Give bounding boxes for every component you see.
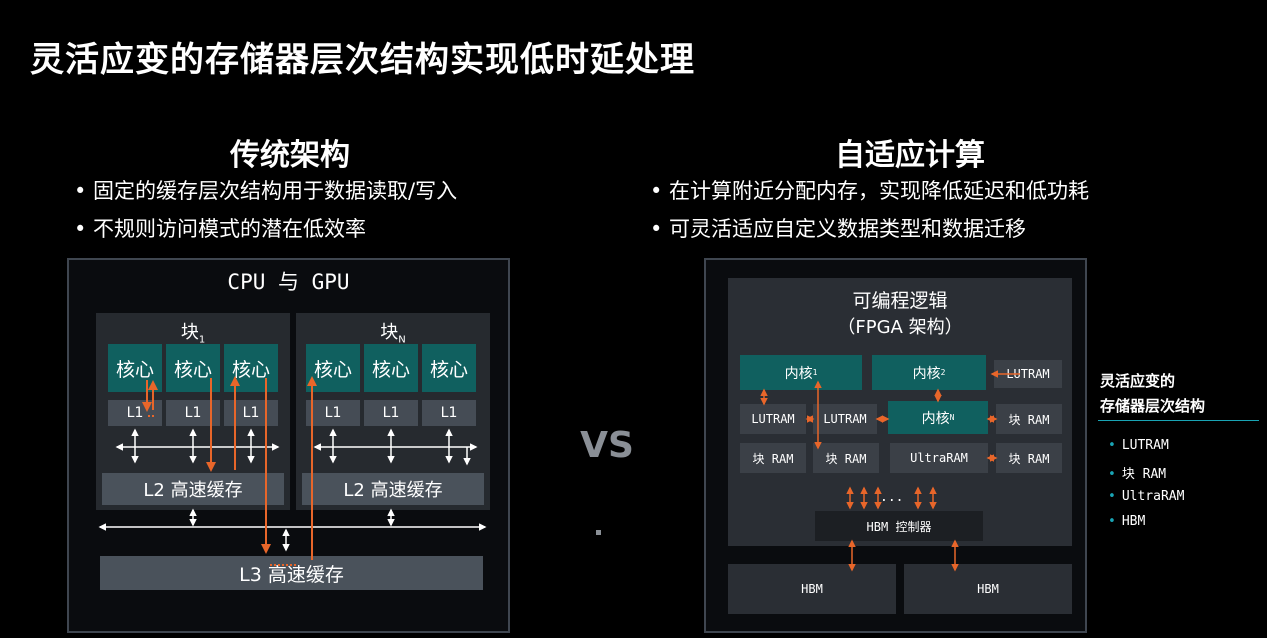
block-n-label: 块N [380,322,406,346]
block-ram-2: 块 RAM [740,443,806,473]
cpu-gpu-label: CPU 与 GPU [227,270,350,294]
vs-dot [596,530,601,535]
hbm-controller: HBM 控制器 [815,511,983,541]
l3-cache: L3 高速缓存 [100,556,483,590]
block-n-core-1: 核心 [306,344,360,392]
block-ram-3: 块 RAM [813,443,879,473]
block-1-label: 块1 [180,322,206,346]
legend-title-line2: 存储器层次结构 [1100,397,1206,415]
legend-item-block-ram: •块 RAM [1108,467,1167,482]
more-dots: ... [880,490,904,505]
legend-divider [1098,420,1259,421]
left-heading: 传统架构 [230,138,350,173]
page-title: 灵活应变的存储器层次结构实现低时延处理 [30,40,695,80]
legend-item-lutram: •LUTRAM [1108,438,1169,453]
hbm-1: HBM [728,564,896,614]
fpga-title: 可编程逻辑 [852,290,948,312]
ultraram: UltraRAM [890,443,988,473]
block-ram-1: 块 RAM [996,404,1062,434]
right-heading: 自适应计算 [835,138,985,173]
left-bullet-1: • 固定的缓存层次结构用于数据读取/写入 [74,179,458,203]
block-n-l1-3: L1 [422,400,476,426]
left-bullet-2: • 不规则访问模式的潜在低效率 [74,217,367,241]
legend-item-hbm: •HBM [1108,514,1146,529]
block-1-l2-cache: L2 高速缓存 [102,473,284,505]
hbm-2: HBM [904,564,1072,614]
block-1-core-2: 核心 [166,344,220,392]
right-bullet-1: • 在计算附近分配内存，实现降低延迟和低功耗 [650,179,1090,203]
block-n-l1-1: L1 [306,400,360,426]
block-n-l1-2: L1 [364,400,418,426]
lutram-3: LUTRAM [813,404,877,434]
fpga-subtitle: （FPGA 架构） [837,317,963,338]
block-n-l2-cache: L2 高速缓存 [302,473,484,505]
legend-title-line1: 灵活应变的 [1100,372,1176,390]
block-ram-4: 块 RAM [996,443,1062,473]
block-n-core-2: 核心 [364,344,418,392]
vs-label: VS [580,425,634,466]
block-1-l1-3: L1 [224,400,278,426]
legend-item-ultraram: •UltraRAM [1108,489,1185,504]
lutram-2: LUTRAM [740,404,806,434]
right-bullet-2: • 可灵活适应自定义数据类型和数据迁移 [650,217,1027,241]
block-n-core-3: 核心 [422,344,476,392]
block-1-l1-1: L1 [108,400,162,426]
